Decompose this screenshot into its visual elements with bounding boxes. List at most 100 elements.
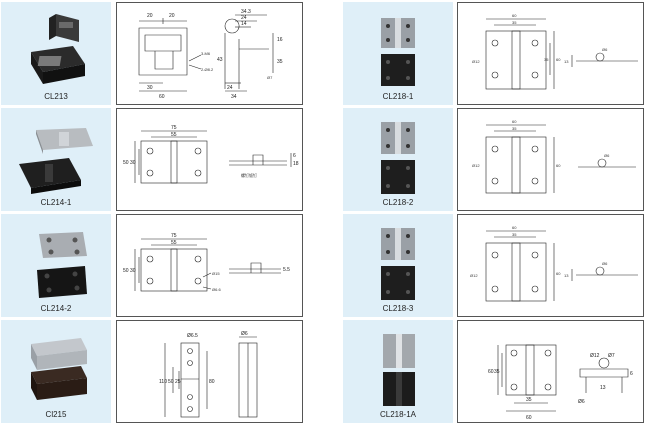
- dim-label: 43: [217, 57, 223, 63]
- hinge-photo-cl215: [31, 338, 87, 400]
- dim-label: 34.3: [241, 9, 251, 15]
- dim-label: 6: [293, 153, 296, 159]
- technical-drawing-cl218-3: 60 35 60 Ø12 Ø6 13: [470, 225, 638, 302]
- dim-label: Ø12: [590, 353, 600, 359]
- drawing-cell-cl214-1: 75 55 50 30 6 18 螺钉钣钉: [116, 108, 303, 211]
- dim-label: 20: [147, 13, 153, 19]
- photo-cell-cl214-2: CL214-2: [1, 214, 111, 317]
- product-code: CL218-3: [382, 304, 414, 313]
- dim-label: 35: [512, 232, 517, 237]
- hinge-photo-cl218-2: [381, 122, 415, 194]
- photo-cell-cl218-1: CL218-1: [343, 2, 453, 105]
- photo-cell-cl218-3: CL218-3: [343, 214, 453, 317]
- dim-label: Ø6: [578, 399, 585, 405]
- dim-label: 60: [512, 225, 517, 230]
- technical-drawing-cl213: 20 20 34.3 24 14 16 43 35 3-M6 2-Ø8.2 Ø7…: [138, 9, 283, 100]
- dim-label: 30: [147, 85, 153, 91]
- dim-label: Ø6: [241, 331, 248, 337]
- dim-label: 13: [600, 385, 606, 391]
- dim-label: Ø7: [608, 353, 615, 359]
- dim-label: 60: [556, 163, 561, 168]
- dim-label: 13: [564, 273, 569, 278]
- drawing-cell-cl213: 20 20 34.3 24 14 16 43 35 3-M6 2-Ø8.2 Ø7…: [116, 2, 303, 105]
- drawing-cell-cl218-1a: 60 35 35 60 Ø12 Ø7 Ø6 13 6: [457, 320, 644, 423]
- product-code: CL218-1A: [379, 410, 417, 419]
- dim-label: 3-M6: [201, 51, 211, 56]
- dim-label: 35: [526, 397, 532, 403]
- hinge-photo-cl218-1: [381, 18, 415, 86]
- dim-label: 60: [526, 415, 532, 421]
- dim-label: 2-Ø8.2: [201, 67, 214, 72]
- dim-label: 50: [168, 379, 174, 385]
- dim-label: 60: [556, 57, 561, 62]
- dim-label: 60: [512, 119, 517, 124]
- dim-label: 34: [231, 94, 237, 100]
- product-code: CL213: [44, 92, 68, 101]
- dim-label: 50: [123, 268, 129, 274]
- dim-label: 24: [227, 85, 233, 91]
- drawing-cell-cl214-2: 75 55 50 30 Ø15 Ø6.6 5.5: [116, 214, 303, 317]
- product-code: CL214-2: [40, 304, 72, 313]
- dim-label: 20: [169, 13, 175, 19]
- photo-cell-cl213: CL213: [1, 2, 111, 105]
- dim-label: 60: [159, 94, 165, 100]
- dim-label: 24: [241, 15, 247, 21]
- dim-label: 55: [171, 132, 177, 138]
- dim-label: 25: [175, 379, 181, 385]
- hinge-photo-cl214-2: [37, 232, 87, 298]
- technical-drawing-cl215: Ø6.5 Ø6 110 80 50 25: [159, 331, 258, 418]
- dim-label: 13: [564, 59, 569, 64]
- photo-cell-cl214-1: CL214-1: [1, 108, 111, 211]
- drawing-cell-cl218-2: 60 35 60 Ø12 Ø6: [457, 108, 644, 211]
- product-code: CL218-2: [382, 198, 414, 207]
- technical-drawing-cl218-1a: 60 35 35 60 Ø12 Ø7 Ø6 13 6: [488, 344, 633, 421]
- dim-label: 60: [512, 13, 517, 18]
- product-code: Cl215: [45, 410, 67, 419]
- dim-label: 35: [544, 57, 549, 62]
- dim-label: 60: [488, 369, 494, 375]
- dim-label: Ø6: [602, 47, 608, 52]
- hinge-photo-cl214-1: [19, 128, 93, 194]
- dim-label: 60: [556, 271, 561, 276]
- dim-label: Ø6: [602, 261, 608, 266]
- dim-label: 75: [171, 125, 177, 131]
- drawing-cell-cl218-3: 60 35 60 Ø12 Ø6 13: [457, 214, 644, 317]
- product-code: CL218-1: [382, 92, 414, 101]
- dim-label: Ø7: [267, 75, 273, 80]
- drawing-cell-cl215: Ø6.5 Ø6 110 80 50 25: [116, 320, 303, 423]
- dim-label: 5.5: [283, 267, 290, 273]
- dim-label: 35: [512, 20, 517, 25]
- dim-label: Ø12: [472, 59, 480, 64]
- dim-label: Ø12: [472, 163, 480, 168]
- dim-label: 14: [241, 21, 247, 27]
- dim-label: 30: [130, 268, 136, 274]
- dim-label: 55: [171, 240, 177, 246]
- dim-label: 6: [630, 371, 633, 377]
- photo-cell-cl218-2: CL218-2: [343, 108, 453, 211]
- hinge-photo-cl218-3: [381, 228, 415, 300]
- dim-label: 30: [130, 160, 136, 166]
- dim-label: 110: [159, 379, 167, 385]
- photo-cell-cl218-1a: CL218-1A: [343, 320, 453, 423]
- dim-label: 35: [494, 369, 500, 375]
- dim-label: Ø12: [470, 273, 478, 278]
- dim-label: Ø6.6: [212, 287, 221, 292]
- dim-label: 35: [512, 126, 517, 131]
- dim-label: Ø6: [604, 153, 610, 158]
- technical-drawing-cl218-1: 60 35 60 35 Ø12 Ø6 13: [472, 13, 638, 90]
- dim-label: 75: [171, 233, 177, 239]
- dim-label: 16: [277, 37, 283, 43]
- technical-drawing-cl218-2: 60 35 60 Ø12 Ø6: [472, 119, 636, 194]
- dim-label: Ø15: [212, 271, 220, 276]
- drawing-note: 螺钉钣钉: [241, 172, 257, 178]
- drawing-cell-cl218-1: 60 35 60 35 Ø12 Ø6 13: [457, 2, 644, 105]
- dim-label: 80: [209, 379, 215, 385]
- photo-cell-cl215: Cl215: [1, 320, 111, 423]
- technical-drawing-cl214-1: 75 55 50 30 6 18 螺钉钣钉: [123, 125, 299, 184]
- dim-label: 35: [277, 59, 283, 65]
- dim-label: 18: [293, 161, 299, 167]
- product-code: CL214-1: [40, 198, 72, 207]
- dim-label: 50: [123, 160, 129, 166]
- technical-drawing-cl214-2: 75 55 50 30 Ø15 Ø6.6 5.5: [123, 233, 290, 292]
- dim-label: Ø6.5: [187, 333, 198, 339]
